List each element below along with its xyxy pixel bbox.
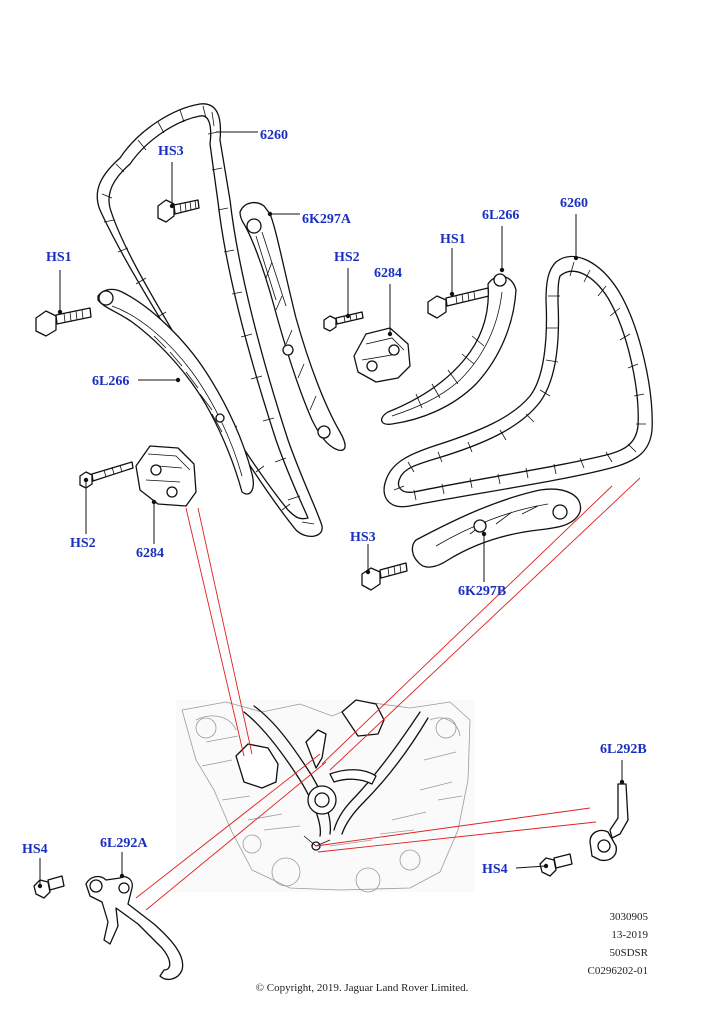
callout-6k297a[interactable]: 6K297A	[302, 212, 351, 227]
callout-6k297b[interactable]: 6K297B	[458, 584, 507, 599]
copyright-notice: © Copyright, 2019. Jaguar Land Rover Lim…	[255, 982, 469, 994]
projection-lines	[135, 477, 641, 911]
callout-hs1-left[interactable]: HS1	[46, 250, 72, 265]
callout-6l292b[interactable]: 6L292B	[600, 742, 647, 757]
callout-hs2-mid[interactable]: HS2	[334, 250, 360, 265]
bolt-hs3-bottom[interactable]	[361, 562, 408, 591]
doc-ref-line-3: 50SDSR	[609, 947, 648, 959]
chain-guide-6k297a[interactable]	[239, 201, 346, 452]
bolt-hs1-right[interactable]	[427, 287, 490, 319]
callout-hs3-bottom[interactable]: HS3	[350, 530, 376, 545]
engine-timing-drive	[235, 699, 429, 851]
tensioner-6284-mid[interactable]	[353, 327, 411, 383]
bolt-hs2-mid[interactable]	[323, 311, 364, 332]
tensioner-arm-6l266-right[interactable]	[381, 267, 517, 425]
callout-6l266-left[interactable]: 6L266	[92, 374, 130, 389]
callout-hs4-right[interactable]: HS4	[482, 862, 508, 877]
callout-hs1-right[interactable]: HS1	[440, 232, 466, 247]
left-timing-chain[interactable]	[96, 103, 323, 537]
callout-6260-left[interactable]: 6260	[260, 128, 288, 143]
callout-hs4-left[interactable]: HS4	[22, 842, 48, 857]
callout-6260-right[interactable]: 6260	[560, 196, 588, 211]
callout-6l266-right[interactable]: 6L266	[482, 208, 520, 223]
bolt-hs3-top[interactable]	[157, 199, 200, 223]
callout-6l292a[interactable]: 6L292A	[100, 836, 148, 851]
bolt-hs1-left[interactable]	[35, 307, 92, 337]
doc-ref-line-2: 13-2019	[611, 929, 648, 941]
leader-lines	[39, 131, 623, 886]
callout-6284-left[interactable]: 6284	[136, 546, 164, 561]
bolt-hs2-left[interactable]	[79, 461, 134, 489]
chain-guide-6k297b[interactable]	[411, 488, 582, 568]
bolt-hs4-left[interactable]	[33, 875, 65, 899]
locking-tool-6l292b[interactable]	[589, 779, 629, 862]
locking-tool-6l292a[interactable]	[85, 873, 184, 981]
right-timing-chain[interactable]	[383, 255, 653, 508]
doc-ref-line-4: C0296202-01	[587, 965, 649, 977]
callout-6284-mid[interactable]: 6284	[374, 266, 402, 281]
tensioner-6284-left[interactable]	[135, 445, 197, 507]
bolt-hs4-right[interactable]	[539, 853, 573, 877]
callout-hs3-top[interactable]: HS3	[158, 144, 184, 159]
tensioner-arm-6l266-left[interactable]	[97, 288, 254, 495]
doc-ref-line-1: 3030905	[609, 911, 649, 923]
callout-hs2-left[interactable]: HS2	[70, 536, 96, 551]
